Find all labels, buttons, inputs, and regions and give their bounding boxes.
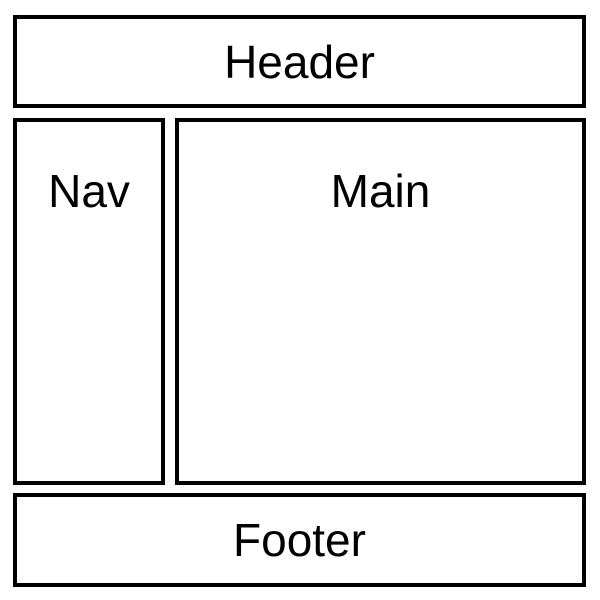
- footer-box: Footer: [13, 493, 586, 587]
- header-label: Header: [224, 35, 375, 88]
- footer-label: Footer: [233, 514, 366, 566]
- main-label: Main: [330, 165, 431, 217]
- main-box: Main: [175, 118, 586, 485]
- nav-box: Nav: [13, 118, 165, 485]
- nav-label: Nav: [48, 165, 130, 217]
- header-box: Header: [13, 15, 586, 108]
